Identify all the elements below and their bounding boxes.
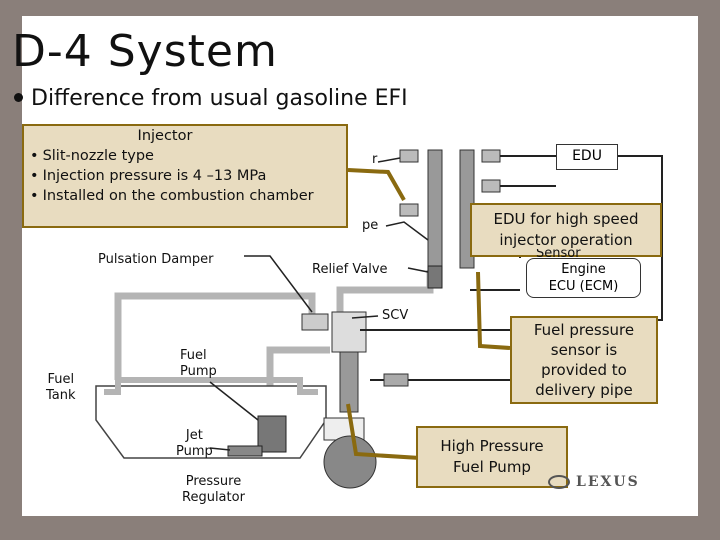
fuel-pump-label: Fuel Pump — [180, 348, 217, 380]
jet-pump-label: Jet Pump — [176, 428, 213, 460]
high-pressure-pump-callout-line: Fuel Pump — [453, 458, 531, 476]
injector-icon — [399, 203, 419, 217]
injector-callout-title: Injector — [137, 128, 193, 144]
fuel-pressure-callout-line: delivery pipe — [535, 381, 633, 399]
fuel-tank-inner — [104, 377, 318, 395]
fuel-tank-label: Fuel Tank — [46, 372, 76, 404]
pressure-regulator-label-line: Regulator — [182, 490, 245, 505]
high-pressure-pump-callout: High Pressure Fuel Pump — [416, 426, 568, 488]
fuel-tank-label-line: Fuel — [47, 372, 75, 387]
delivery-pipe — [427, 149, 443, 269]
edu-callout-line: injector operation — [499, 231, 633, 249]
fuel-pressure-callout-line: provided to — [541, 361, 627, 379]
slide-title: D-4 System — [12, 26, 278, 77]
injector-callout-item: Installed on the combustion chamber — [30, 186, 340, 206]
leader-line — [244, 255, 313, 313]
injector-callout-item: Injection pressure is 4 –13 MPa — [30, 166, 340, 186]
fuel-pump-body — [257, 415, 287, 453]
fuel-pressure-callout: Fuel pressure sensor is provided to deli… — [510, 316, 658, 404]
edu-callout: EDU for high speed injector operation — [470, 203, 662, 257]
fuel-tank-label-line: Tank — [46, 388, 76, 403]
edu-box: EDU — [556, 144, 618, 170]
ecu-line: Engine — [561, 262, 606, 277]
injector-icon — [481, 179, 501, 193]
injector-callout-list: Slit-nozzle type Injection pressure is 4… — [30, 146, 340, 206]
callout-pointer — [346, 403, 421, 460]
fuel-pressure-callout-line: Fuel pressure — [533, 321, 635, 339]
camshaft-lobe — [323, 435, 377, 489]
edu-callout-line: EDU for high speed — [493, 210, 639, 228]
scv-label: SCV — [382, 308, 409, 323]
jet-pump-label-line: Jet — [185, 428, 203, 443]
callout-pointer — [347, 168, 406, 201]
injector-icon — [481, 149, 501, 163]
bullet-dot — [14, 92, 23, 102]
pressure-regulator-label: Pressure Regulator — [182, 474, 245, 506]
fuel-pressure-callout-line: sensor is — [550, 341, 618, 359]
pulsation-damper-body — [301, 313, 329, 331]
leader-line — [377, 157, 401, 163]
leader-line — [385, 221, 429, 241]
leader-line — [351, 315, 379, 319]
bullet-text: Difference from usual gasoline EFI — [12, 86, 408, 111]
lexus-emblem-icon — [548, 475, 570, 489]
relief-valve-label: Relief Valve — [312, 262, 388, 277]
scv-body — [331, 311, 367, 353]
sensor-label: Sensor — [536, 249, 581, 259]
injector-icon — [399, 149, 419, 163]
high-pressure-pump-callout-line: High Pressure — [440, 437, 544, 455]
fuel-pump-label-line: Fuel — [180, 348, 207, 363]
relief-valve-body — [427, 265, 443, 289]
delivery-pipe-label: pe — [362, 218, 379, 233]
pump-column — [339, 351, 359, 413]
fuel-return-pipe — [114, 292, 316, 380]
callout-pointer — [476, 271, 511, 350]
ecu-line: ECU (ECM) — [548, 279, 619, 294]
pulsation-damper-label: Pulsation Damper — [98, 252, 214, 267]
leader-line — [209, 381, 259, 421]
engine-ecu-box: Engine ECU (ECM) — [526, 258, 641, 298]
fuel-pump-label-line: Pump — [180, 364, 217, 379]
jet-pump-label-line: Pump — [176, 444, 213, 459]
leader-line — [407, 267, 429, 273]
lexus-logo: LEXUS — [548, 474, 640, 490]
bullet-label: Difference from usual gasoline EFI — [31, 86, 408, 111]
injector-callout-item: Slit-nozzle type — [30, 146, 340, 166]
fuel-pressure-sensor-body — [383, 373, 409, 387]
edu-wiring — [500, 155, 663, 321]
injector-callout: Injector Slit-nozzle type Injection pres… — [22, 124, 348, 228]
leader-line — [209, 447, 231, 451]
lexus-wordmark: LEXUS — [576, 474, 640, 490]
injector-label: r — [372, 152, 378, 167]
jet-pump-body — [227, 445, 263, 457]
pressure-regulator-label-line: Pressure — [185, 474, 242, 489]
sensor-wiring — [360, 329, 520, 381]
